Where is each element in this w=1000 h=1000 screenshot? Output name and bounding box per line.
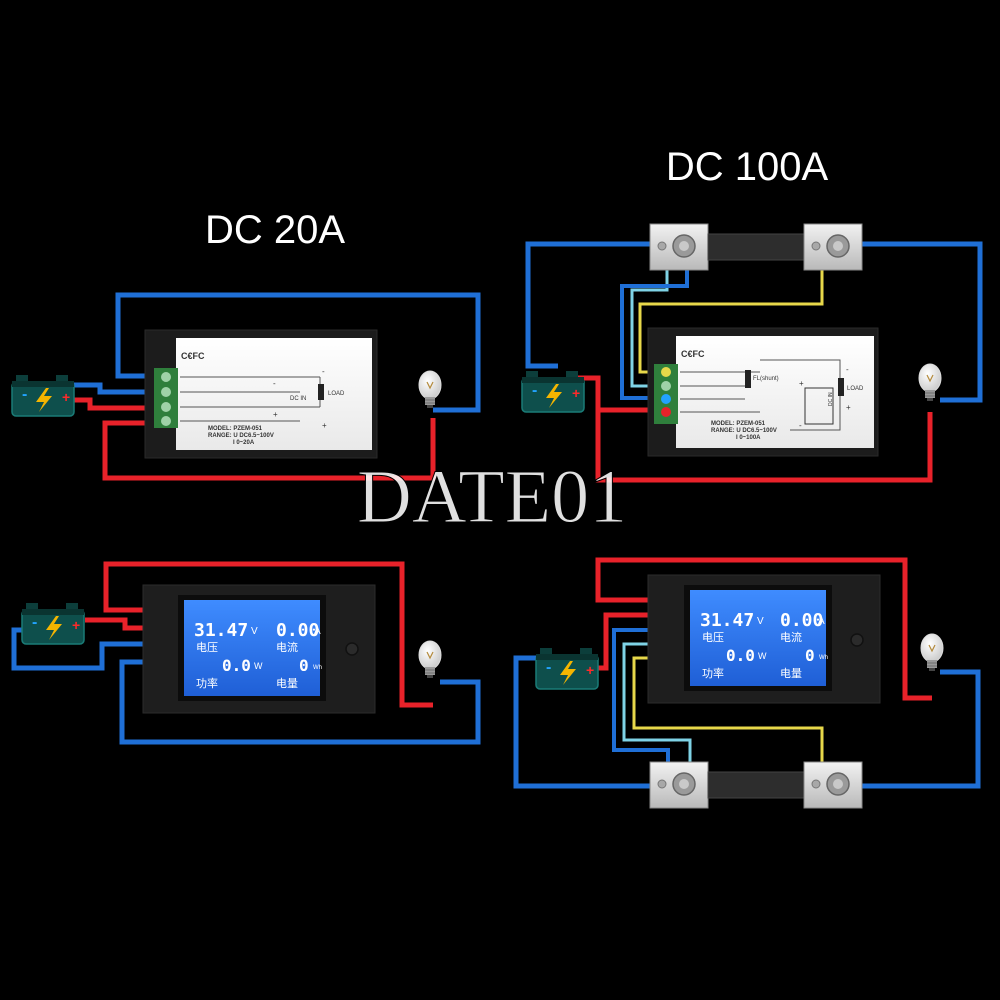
battery-minus-sign: - [22, 386, 27, 403]
load-minus-100a: - [846, 365, 849, 374]
wiring-20a-front: 31.47 V 0.00 A 电压 电流 0.0 W 0 Wh 功率 电量 - … [11, 561, 481, 745]
plus-sign-20a: + [273, 410, 278, 419]
model-label-100a: MODEL: PZEM-051 [711, 421, 766, 427]
range-i-label-100a: I 0~100A [736, 435, 761, 441]
range-u-label-100a: RANGE: U DC6.5~100V [711, 428, 777, 434]
voltage-value-100a: 31.47 [700, 610, 754, 631]
battery-minus-sign: - [532, 382, 537, 399]
current-value-100a: 0.00 [780, 610, 823, 631]
shunt-resistor-icon [649, 223, 863, 271]
range-i-label-20a: I 0~20A [233, 440, 255, 446]
voltage-unit-100a: V [757, 616, 764, 627]
dc-in-label-100a: DC IN [828, 392, 834, 406]
shunt-label-100a: FL(shunt) [753, 376, 779, 382]
energy-value-100a: 0 [805, 646, 815, 665]
lcd-screen-20a [184, 600, 320, 696]
load-label-20a: LOAD [328, 391, 345, 397]
power-value-20a: 0.0 [222, 656, 251, 675]
energy-label-20a: 电量 [276, 677, 298, 690]
battery-plus-sign: + [586, 662, 594, 678]
load-plus-100a: + [846, 403, 851, 412]
energy-value-20a: 0 [299, 656, 309, 675]
battery-plus-sign: + [572, 385, 580, 401]
voltage-label-100a: 电压 [702, 631, 724, 644]
current-label-20a: 电流 [276, 640, 298, 654]
title-dc-20a: DC 20A [205, 208, 345, 252]
battery-minus-sign: - [32, 614, 37, 631]
power-unit-100a: W [758, 651, 767, 661]
range-u-label-20a: RANGE: U DC6.5~100V [208, 433, 274, 439]
load-minus-20a: - [322, 367, 325, 376]
power-value-100a: 0.0 [726, 646, 755, 665]
minus-sign-20a: - [273, 379, 276, 388]
cert-marks-100a: C€FC [681, 349, 705, 359]
dcin-minus-100a: - [799, 421, 802, 430]
wiring-20a-rear: C€FC DC IN LOAD - + - + MODEL: PZEM-051 … [11, 292, 481, 481]
dcin-plus-100a: + [799, 379, 804, 388]
energy-unit-20a: Wh [313, 665, 322, 671]
lcd-screen-100a [690, 590, 826, 686]
watermark-text: DATE01 [357, 455, 627, 539]
voltage-label-20a: 电压 [196, 641, 218, 654]
current-unit-20a: A [314, 626, 321, 637]
current-unit-100a: A [818, 616, 825, 627]
voltage-value-20a: 31.47 [194, 620, 248, 641]
light-bulb-icon [418, 370, 442, 409]
reset-button-20a[interactable] [345, 642, 359, 656]
load-plus-20a: + [322, 421, 327, 430]
wiring-100a-front: 31.47 V 0.00 A 电压 电流 0.0 W 0 Wh 功率 电量 - … [513, 557, 981, 809]
light-bulb-icon [418, 640, 442, 679]
battery-plus-sign: + [72, 617, 80, 633]
model-label-20a: MODEL: PZEM-051 [208, 426, 263, 432]
energy-label-100a: 电量 [780, 667, 802, 680]
battery-plus-sign: + [62, 389, 70, 405]
current-value-20a: 0.00 [276, 620, 319, 641]
load-label-100a: LOAD [847, 386, 864, 392]
dc-in-label-20a: DC IN [290, 396, 306, 402]
title-dc-100a: DC 100A [666, 145, 829, 189]
power-label-20a: 功率 [196, 676, 218, 690]
meter-20a-rear-label [176, 338, 372, 450]
power-unit-20a: W [254, 661, 263, 671]
light-bulb-icon [920, 633, 944, 672]
cert-marks-20a: C€FC [181, 351, 205, 361]
battery-minus-sign: - [546, 659, 551, 676]
reset-button-100a[interactable] [850, 633, 864, 647]
energy-unit-100a: Wh [819, 655, 828, 661]
wiring-100a-rear: C€FC FL(shunt) DC IN LOAD - + + - MODEL:… [521, 223, 983, 483]
power-label-100a: 功率 [702, 666, 724, 680]
voltage-unit-20a: V [251, 626, 258, 637]
light-bulb-icon [918, 363, 942, 402]
shunt-resistor-icon [649, 761, 863, 809]
current-label-100a: 电流 [780, 630, 802, 644]
